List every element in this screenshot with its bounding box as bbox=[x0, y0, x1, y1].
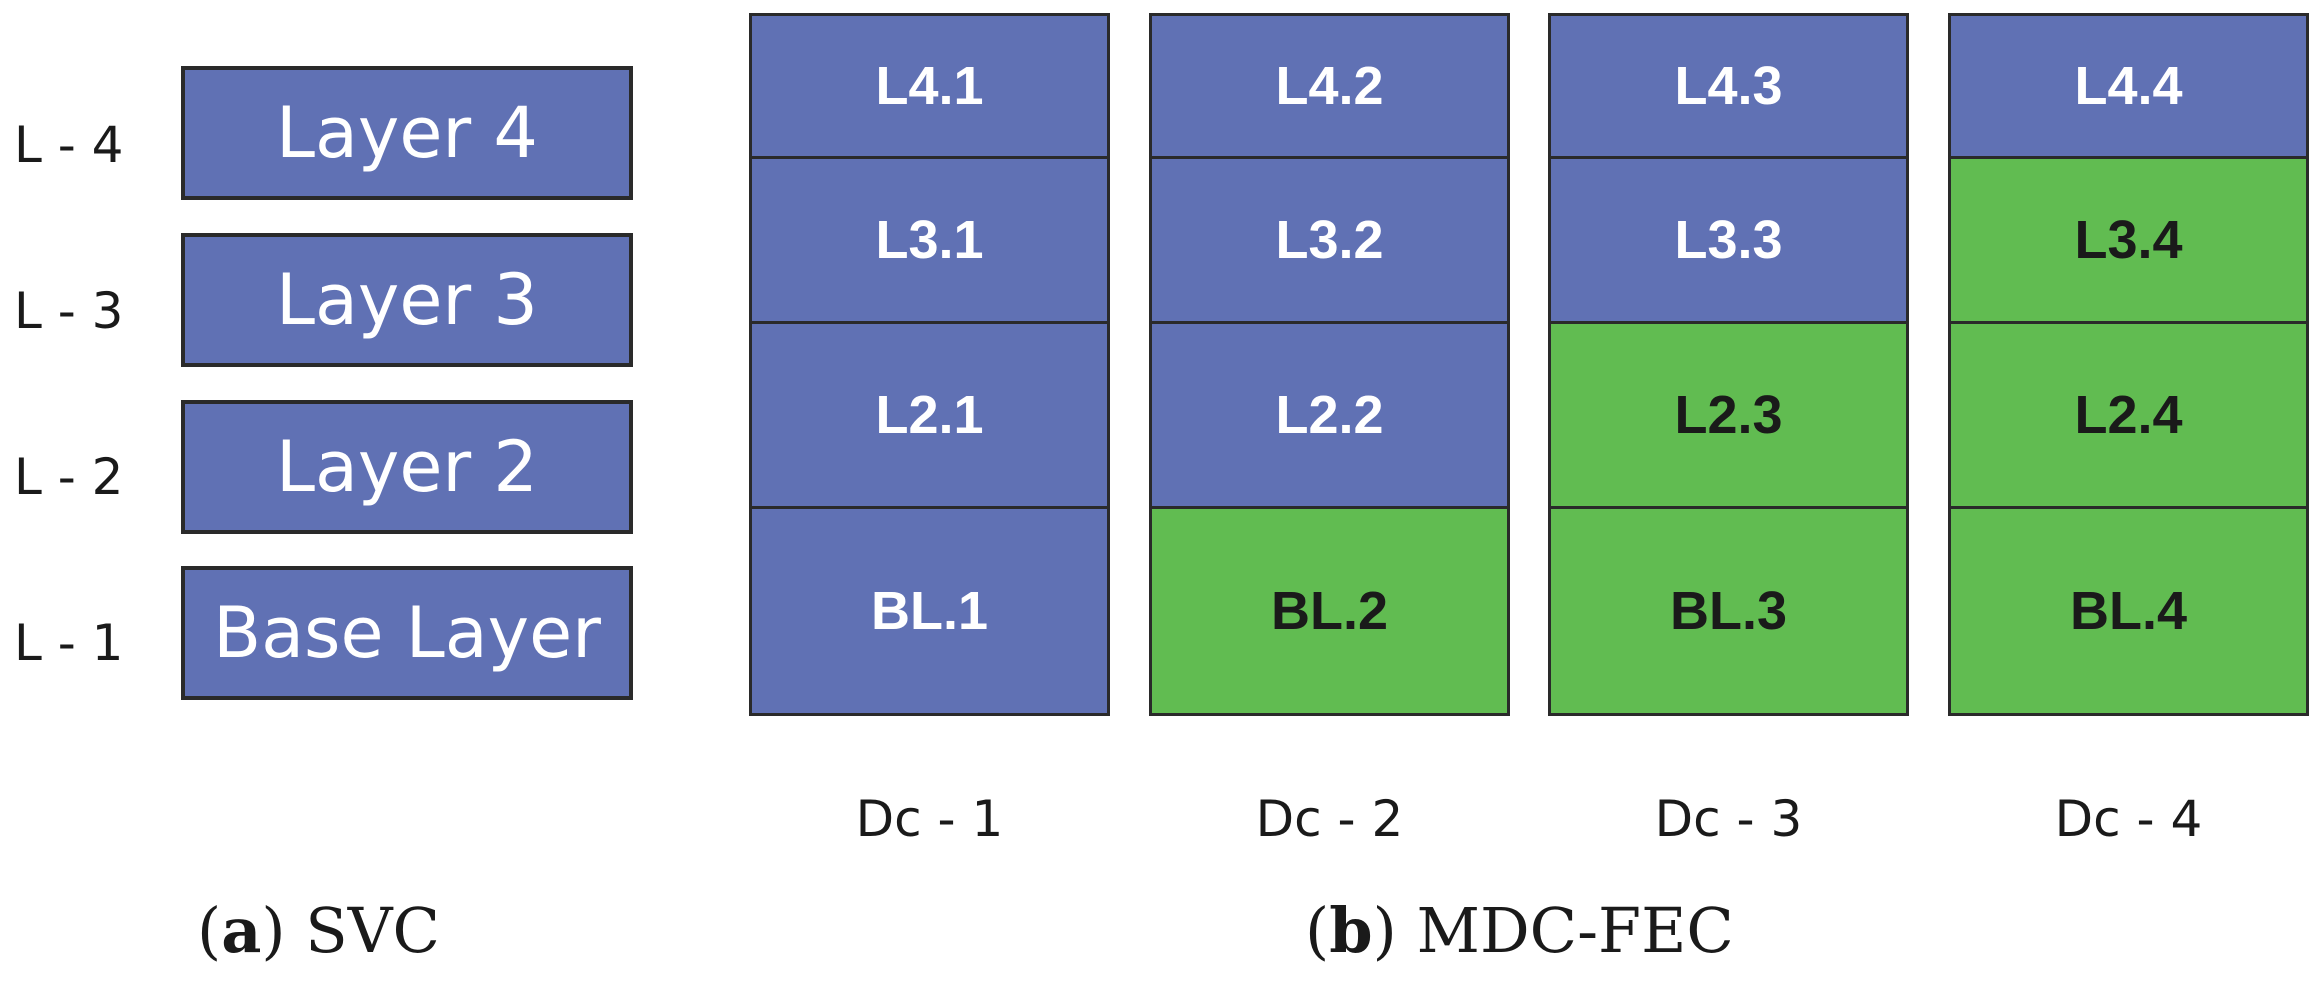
cell-L2-3: L2.3 bbox=[1551, 321, 1906, 506]
cell-L2-2: L2.2 bbox=[1152, 321, 1507, 506]
caption-svc-text: SVC bbox=[305, 894, 440, 967]
cell-L4-4: L4.4 bbox=[1951, 16, 2306, 156]
cell-L3-3: L3.3 bbox=[1551, 156, 1906, 321]
description-3: L4.3 L3.3 L2.3 BL.3 bbox=[1548, 13, 1909, 716]
svc-level-label-1: L - 1 bbox=[14, 614, 124, 672]
description-label-3: Dc - 3 bbox=[1654, 790, 1803, 848]
cell-BL-1: BL.1 bbox=[752, 506, 1107, 713]
cell-L4-1: L4.1 bbox=[752, 16, 1107, 156]
caption-svc: (a) SVC bbox=[197, 894, 440, 967]
svc-layer-4: Layer 4 bbox=[181, 66, 633, 200]
cell-L2-1: L2.1 bbox=[752, 321, 1107, 506]
cell-L3-2: L3.2 bbox=[1152, 156, 1507, 321]
svc-layer-3: Layer 3 bbox=[181, 233, 633, 367]
cell-BL-2: BL.2 bbox=[1152, 506, 1507, 713]
cell-L3-4: L3.4 bbox=[1951, 156, 2306, 321]
caption-svc-letter: a bbox=[221, 894, 262, 967]
cell-L4-2: L4.2 bbox=[1152, 16, 1507, 156]
cell-BL-4: BL.4 bbox=[1951, 506, 2306, 713]
svc-layer-2: Layer 2 bbox=[181, 400, 633, 534]
caption-mdc-letter: b bbox=[1329, 894, 1373, 967]
svc-level-label-3: L - 3 bbox=[14, 282, 124, 340]
description-label-4: Dc - 4 bbox=[2054, 790, 2203, 848]
caption-mdc-text: MDC-FEC bbox=[1416, 894, 1734, 967]
svc-level-label-2: L - 2 bbox=[14, 448, 124, 506]
description-label-2: Dc - 2 bbox=[1255, 790, 1404, 848]
cell-L4-3: L4.3 bbox=[1551, 16, 1906, 156]
description-4: L4.4 L3.4 L2.4 BL.4 bbox=[1948, 13, 2309, 716]
cell-L3-1: L3.1 bbox=[752, 156, 1107, 321]
description-2: L4.2 L3.2 L2.2 BL.2 bbox=[1149, 13, 1510, 716]
svc-level-label-4: L - 4 bbox=[14, 116, 124, 174]
description-1: L4.1 L3.1 L2.1 BL.1 bbox=[749, 13, 1110, 716]
cell-BL-3: BL.3 bbox=[1551, 506, 1906, 713]
description-label-1: Dc - 1 bbox=[855, 790, 1004, 848]
caption-mdc-fec: (b) MDC-FEC bbox=[1305, 894, 1734, 967]
cell-L2-4: L2.4 bbox=[1951, 321, 2306, 506]
svc-base-layer: Base Layer bbox=[181, 566, 633, 700]
